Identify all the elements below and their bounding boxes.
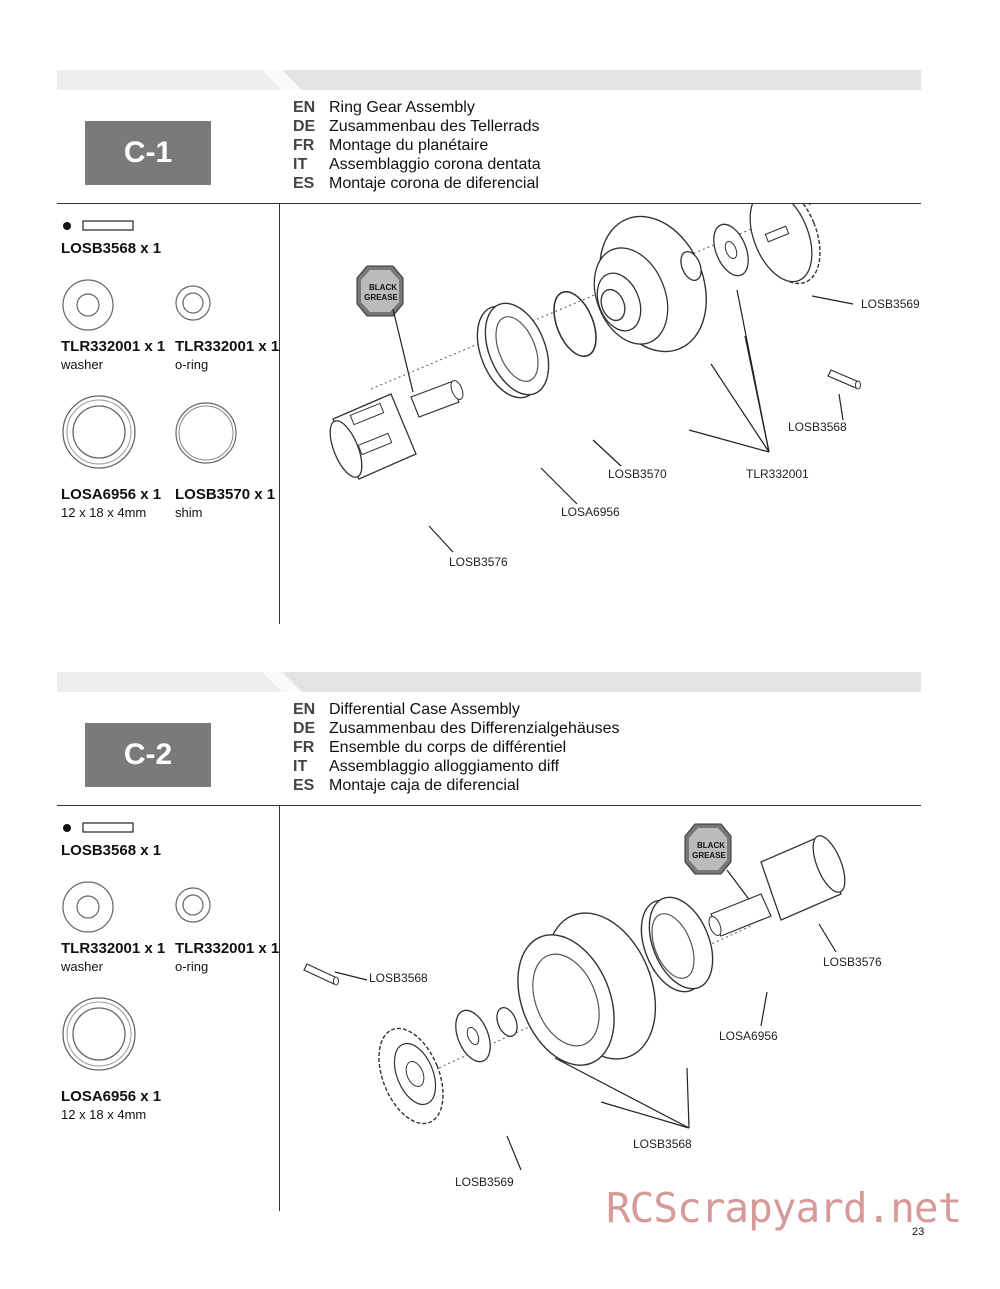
lang-code: IT xyxy=(293,758,308,775)
step-section-c1: C-1 EN Ring Gear Assembly DE Zusammenbau d… xyxy=(57,70,921,630)
ring-gear-part xyxy=(749,204,821,285)
divider-horizontal xyxy=(57,203,921,204)
lang-title: Assemblaggio corona dentata xyxy=(329,156,541,173)
part-desc: o-ring xyxy=(175,357,209,372)
step-header-bar xyxy=(57,70,921,90)
lang-code: ES xyxy=(293,175,315,192)
step-section-c2: C-2 EN Differential Case Assembly DE Zusam… xyxy=(57,672,921,1217)
bearing-part xyxy=(476,302,550,399)
pin-part xyxy=(303,963,339,986)
grease-label-line1: BLACK xyxy=(697,841,725,850)
language-titles: EN Differential Case Assembly DE Zusammenb… xyxy=(293,700,620,795)
bevel-gear-part xyxy=(378,1027,444,1125)
callout-label: LOSB3568 xyxy=(633,1137,692,1151)
washer-icon xyxy=(62,881,114,933)
callout-label: LOSB3570 xyxy=(608,467,667,481)
callout-label: LOSA6956 xyxy=(561,505,620,519)
bearing-part xyxy=(640,896,714,993)
part-name: TLR332001 x 1 xyxy=(61,338,166,355)
diff-case-part xyxy=(517,912,657,1066)
watermark: RCScrapyard.net xyxy=(606,1184,962,1232)
callout-label: LOSB3569 xyxy=(455,1175,514,1189)
parts-list: LOSB3568 x 1 TLR332001 x 1 washer TLR332… xyxy=(61,806,280,1211)
lang-code: EN xyxy=(293,99,316,116)
divider-vertical xyxy=(279,806,280,1211)
step-id-box: C-2 xyxy=(85,723,211,787)
part-name: LOSA6956 x 1 xyxy=(61,1088,162,1105)
callout-label: LOSB3569 xyxy=(861,297,920,311)
o-ring-icon xyxy=(175,285,211,321)
part-name: TLR332001 x 1 xyxy=(175,940,280,957)
divider-vertical xyxy=(279,204,280,624)
part-name: TLR332001 x 1 xyxy=(61,940,166,957)
lang-title: Montaje corona de diferencial xyxy=(329,175,539,192)
lang-title: Montage du planétaire xyxy=(329,137,489,154)
diff-case-part xyxy=(593,215,707,353)
lang-code: FR xyxy=(293,739,315,756)
lang-title: Assemblaggio alloggiamento diff xyxy=(329,758,560,775)
grease-label-line2: GREASE xyxy=(364,293,398,302)
lang-code: FR xyxy=(293,137,315,154)
lang-code: DE xyxy=(293,118,316,135)
divider-horizontal xyxy=(57,805,921,806)
part-desc: o-ring xyxy=(175,959,209,974)
lang-title: Ensemble du corps de différentiel xyxy=(329,739,567,756)
grease-label-line2: GREASE xyxy=(692,851,726,860)
exploded-diagram: BLACK GREASE xyxy=(303,823,882,1189)
callout-lines xyxy=(334,923,837,1171)
step-id-box: C-1 xyxy=(85,121,211,185)
outdrive-cup xyxy=(329,380,464,480)
part-name: LOSB3570 x 1 xyxy=(175,486,276,503)
callout-label: LOSB3576 xyxy=(823,955,882,969)
part-desc: shim xyxy=(175,505,203,520)
callout-label: LOSB3568 xyxy=(369,971,428,985)
step-id: C-1 xyxy=(123,136,173,169)
o-ring-part xyxy=(680,251,702,281)
part-desc: 12 x 18 x 4mm xyxy=(61,1107,147,1122)
step-id: C-2 xyxy=(123,738,173,771)
part-desc: washer xyxy=(61,959,103,974)
lang-code: EN xyxy=(293,701,316,718)
part-desc: 12 x 18 x 4mm xyxy=(61,505,147,520)
lang-title: Montaje caja de diferencial xyxy=(329,777,520,794)
pin-icon xyxy=(63,220,134,231)
lang-title: Zusammenbau des Differenzialgehäuses xyxy=(329,720,620,737)
callout-label: LOSB3576 xyxy=(449,555,508,569)
part-name: LOSA6956 x 1 xyxy=(61,486,162,503)
lang-code: ES xyxy=(293,777,315,794)
pin-part xyxy=(827,369,861,390)
lang-title: Differential Case Assembly xyxy=(329,701,520,718)
callout-label: LOSB3568 xyxy=(788,420,847,434)
parts-list: LOSB3568 x 1 TLR332001 x 1 washer TLR332… xyxy=(61,204,280,624)
bearing-icon xyxy=(62,997,136,1071)
bearing-icon xyxy=(62,395,136,469)
washer-icon xyxy=(62,279,114,331)
part-desc: washer xyxy=(61,357,103,372)
exploded-diagram: BLACK GREASE xyxy=(329,204,920,569)
o-ring-icon xyxy=(175,887,211,923)
grease-badge: BLACK GREASE xyxy=(684,823,752,903)
lang-title: Zusammenbau des Tellerrads xyxy=(329,118,540,135)
callout-label: LOSA6956 xyxy=(719,1029,778,1043)
grease-badge: BLACK GREASE xyxy=(356,265,414,393)
callout-label: TLR332001 xyxy=(746,467,809,481)
part-name: LOSB3568 x 1 xyxy=(61,842,162,859)
step-header-bar xyxy=(57,672,921,692)
lang-title: Ring Gear Assembly xyxy=(329,99,475,116)
page-number: 23 xyxy=(912,1226,925,1238)
lang-code: DE xyxy=(293,720,316,737)
o-ring-part xyxy=(496,1007,518,1037)
callout-lines xyxy=(428,289,854,553)
grease-label-line1: BLACK xyxy=(369,283,397,292)
shim-icon xyxy=(175,402,237,464)
shim-part xyxy=(553,290,597,358)
outdrive-cup xyxy=(708,835,846,937)
lang-code: IT xyxy=(293,156,308,173)
pin-icon xyxy=(63,822,134,833)
part-name: LOSB3568 x 1 xyxy=(61,240,162,257)
language-titles: EN Ring Gear Assembly DE Zusammenbau des T… xyxy=(293,98,541,193)
part-name: TLR332001 x 1 xyxy=(175,338,280,355)
